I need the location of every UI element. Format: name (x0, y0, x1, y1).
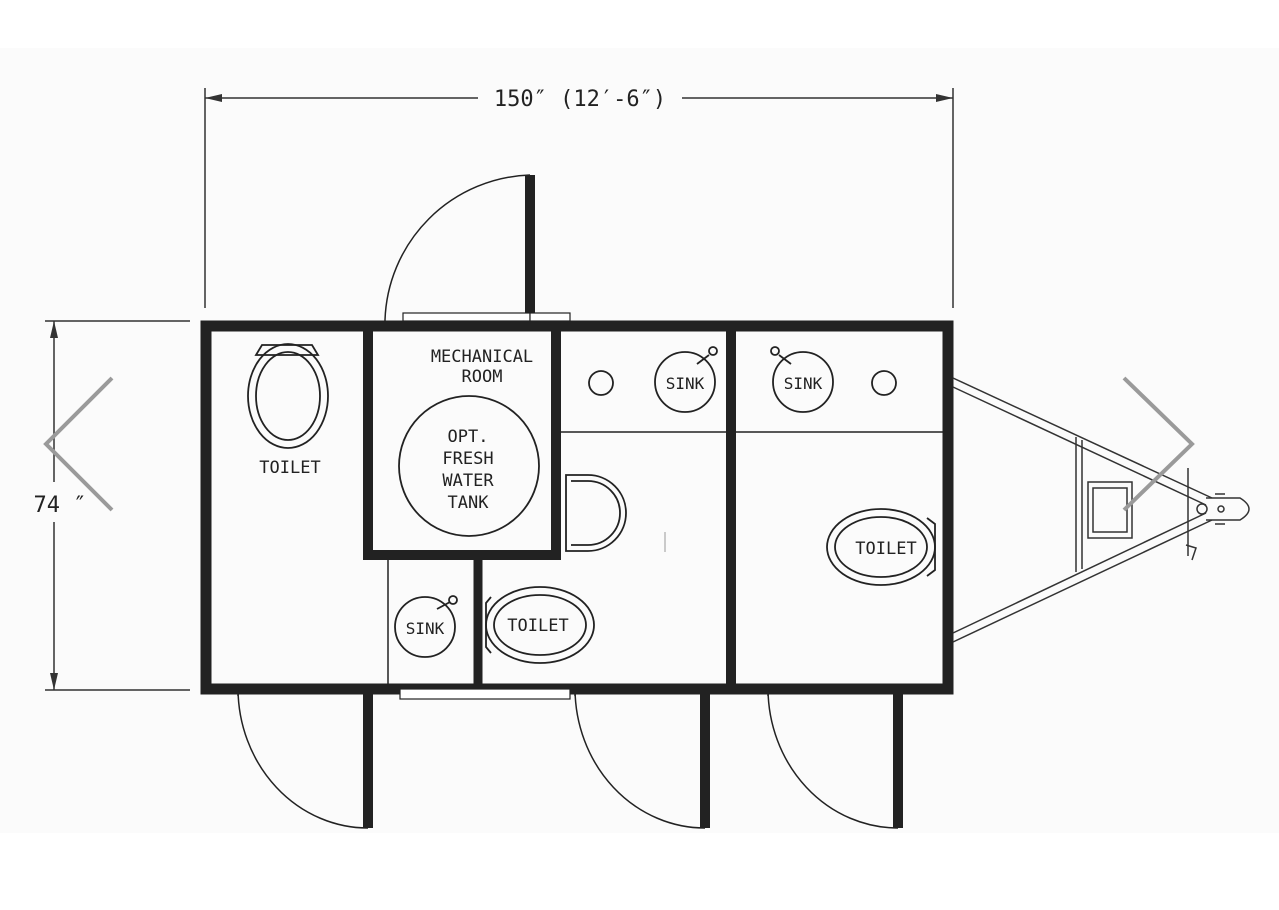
water-tank-label-line3: WATER (442, 471, 494, 491)
width-dimension (204, 88, 954, 308)
small-sink-label: SINK (406, 619, 445, 638)
center-toilet-icon (485, 586, 595, 664)
chevron-right-icon (1122, 376, 1195, 512)
water-tank-label-line4: TANK (448, 493, 490, 513)
water-tank-label-line1: OPT. (448, 427, 489, 447)
drawing-paper (0, 48, 1279, 833)
previous-image-button[interactable] (30, 370, 130, 520)
center-toilet-label: TOILET (507, 616, 568, 636)
urinal-icon (565, 474, 627, 552)
left-toilet (247, 343, 329, 449)
right-sink-label: SINK (784, 374, 823, 393)
height-dimension (45, 320, 190, 691)
next-image-button[interactable] (1108, 370, 1208, 520)
center-sink-icon (654, 346, 718, 413)
height-dimension-label: 74 ″ (34, 493, 87, 518)
width-dimension-label: 150″ (12′-6″) (494, 87, 666, 112)
water-tank-label-line2: FRESH (442, 449, 493, 469)
mechanical-room-label-line1: MECHANICAL (431, 347, 533, 367)
chevron-left-icon (43, 376, 114, 512)
mechanical-room-door (384, 174, 571, 326)
water-tank-icon (398, 395, 540, 537)
trailer-hitch (952, 377, 1250, 643)
small-sink-icon (394, 595, 458, 658)
bottom-doors (237, 688, 903, 829)
left-toilet-label: TOILET (259, 458, 320, 478)
interior-walls (363, 326, 943, 689)
mechanical-room-label-line2: ROOM (462, 367, 503, 387)
center-sink-label: SINK (666, 374, 705, 393)
trailer-outer-wall (200, 320, 954, 695)
center-drain-icon (588, 370, 614, 396)
right-toilet-label: TOILET (855, 539, 916, 559)
right-sink-icon (770, 346, 834, 413)
right-toilet-icon (826, 508, 936, 586)
right-drain-icon (871, 370, 897, 396)
